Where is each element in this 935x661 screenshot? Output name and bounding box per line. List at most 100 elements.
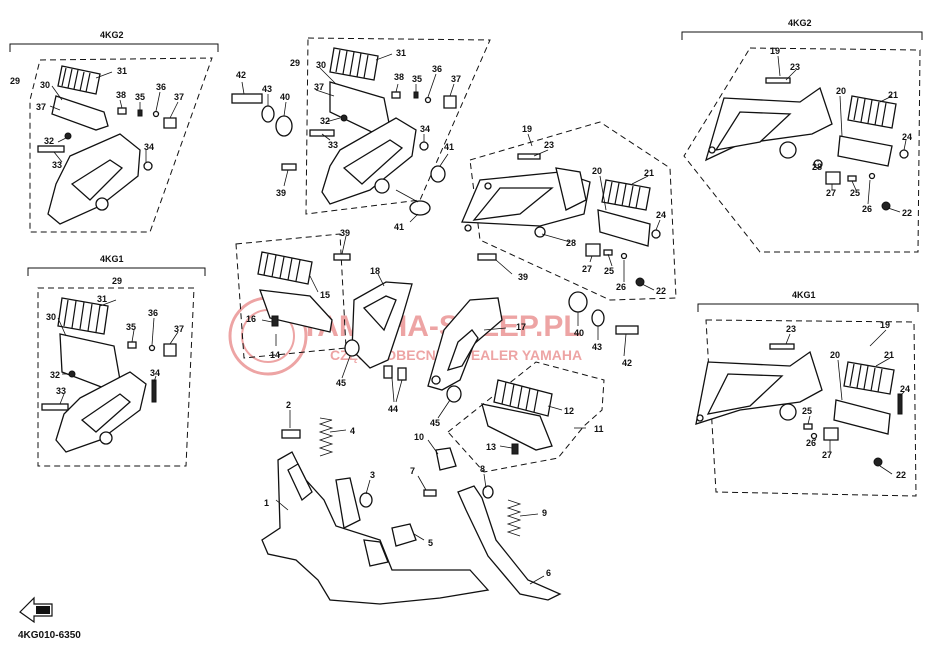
- nut-24-b: [899, 149, 909, 159]
- callout-2: 2: [286, 400, 291, 410]
- washer-c: [424, 96, 432, 104]
- bolt-23-c: [769, 343, 795, 350]
- bolt-b: [41, 403, 69, 411]
- footrest-b: [59, 333, 121, 389]
- clip-27: [585, 243, 601, 257]
- callout-35: 35: [135, 92, 145, 102]
- dashed-box-29-center: [305, 37, 491, 215]
- dashed-box-29-left-b: [37, 287, 195, 467]
- collar-40-b: [568, 291, 588, 313]
- footrest-rubber-e: [847, 95, 897, 129]
- callout-33: 33: [52, 160, 62, 170]
- callout-36-b: 36: [148, 308, 158, 318]
- callout-5: 5: [428, 538, 433, 548]
- assembly-4kg1-left: 4KG1 29 31 30 35 36 37 34 32: [27, 254, 206, 467]
- callout-41-b: 41: [394, 222, 404, 232]
- callout-3: 3: [370, 470, 375, 480]
- callout-45-b: 45: [430, 418, 440, 428]
- dashed-box-19-center: [469, 121, 677, 301]
- washer-41: [409, 200, 431, 216]
- spring-24: [897, 393, 903, 415]
- stopper-5: [391, 523, 417, 547]
- callout-11: 11: [594, 424, 604, 434]
- callout-36-c: 36: [432, 64, 442, 74]
- dashed-box-11: [447, 361, 605, 473]
- assembly-top-center: 31 29 30 37 38 35 36 37 34 32 33 42 43 4…: [231, 37, 491, 232]
- nut-24: [651, 229, 661, 239]
- footrest-rubber-f: [843, 361, 895, 395]
- callout-20-c: 20: [830, 350, 840, 360]
- washer-26-b: [868, 172, 876, 180]
- bolt-23-b: [765, 77, 791, 84]
- callout-28: 28: [566, 238, 576, 248]
- callout-20: 20: [592, 166, 602, 176]
- washer: [152, 110, 160, 118]
- assembly-center-left: 15 16 14 39 18 45 44: [235, 228, 413, 414]
- callout-44: 44: [388, 404, 398, 414]
- callout-34-b: 34: [150, 368, 160, 378]
- callout-23-b: 23: [790, 62, 800, 72]
- callout-7: 7: [410, 466, 415, 476]
- callout-32: 32: [44, 136, 54, 146]
- assembly-stands: 2 4 3 1 5 6 7 8 9 10: [261, 400, 562, 605]
- washer-43: [261, 105, 275, 123]
- bolt-2: [281, 429, 301, 439]
- callout-41: 41: [444, 142, 454, 152]
- callout-27-b: 27: [826, 188, 836, 198]
- callout-30-b: 30: [46, 312, 56, 322]
- pin-c: [391, 91, 401, 99]
- bolt-39-b: [333, 253, 351, 261]
- clip-b: [163, 343, 177, 357]
- dashed-box-29-left: [29, 57, 213, 233]
- spring-b: [151, 379, 157, 403]
- callout-24-b: 24: [902, 132, 912, 142]
- callout-39-c: 39: [518, 272, 528, 282]
- callout-45: 45: [336, 378, 346, 388]
- callout-39-b: 39: [340, 228, 350, 238]
- bracket-10: [435, 447, 457, 471]
- group-label-4kg2-left: 4KG2: [100, 30, 124, 40]
- callout-6: 6: [546, 568, 551, 578]
- callout-27: 27: [582, 264, 592, 274]
- clip-27-c: [823, 427, 839, 441]
- callout-22-b: 22: [902, 208, 912, 218]
- callout-15: 15: [320, 290, 330, 300]
- footrest: [51, 95, 109, 131]
- callout-37-c: 37: [174, 324, 184, 334]
- callout-4: 4: [350, 426, 355, 436]
- callout-21-c: 21: [884, 350, 894, 360]
- callout-19: 19: [522, 124, 532, 134]
- callout-33-c: 33: [328, 140, 338, 150]
- callout-31-c: 31: [396, 48, 406, 58]
- callout-25-c: 25: [802, 406, 812, 416]
- bolt-39-c: [477, 253, 497, 261]
- footrest-rubber-h: [493, 379, 553, 417]
- callout-10: 10: [414, 432, 424, 442]
- callout-24-c: 24: [900, 384, 910, 394]
- callout-17: 17: [516, 322, 526, 332]
- callout-13: 13: [486, 442, 496, 452]
- callout-33-b: 33: [56, 386, 66, 396]
- footrest-d: [597, 209, 651, 247]
- callout-12: 12: [564, 406, 574, 416]
- callout-38: 38: [116, 90, 126, 100]
- footrest-rubber: [57, 65, 101, 95]
- callout-14: 14: [270, 350, 280, 360]
- callout-40: 40: [280, 92, 290, 102]
- callout-26-b: 26: [862, 204, 872, 214]
- callout-26-c: 26: [806, 438, 816, 448]
- group-label-4kg1-left: 4KG1: [100, 254, 124, 264]
- bolt-c: [309, 129, 335, 137]
- callout-21-b: 21: [888, 90, 898, 100]
- collar-40: [275, 115, 293, 137]
- callout-30-c: 30: [316, 60, 326, 70]
- footrest-rubber-c: [329, 47, 379, 81]
- callout-38-b: 38: [394, 72, 404, 82]
- callout-32-b: 32: [50, 370, 60, 380]
- side-stand: [457, 485, 562, 601]
- assembly-center: 19 23 20 21 24 28 27 25 26 22: [461, 121, 677, 301]
- group-label-4kg1-right: 4KG1: [792, 290, 816, 300]
- callout-21: 21: [644, 168, 654, 178]
- clip-27-b: [825, 171, 841, 185]
